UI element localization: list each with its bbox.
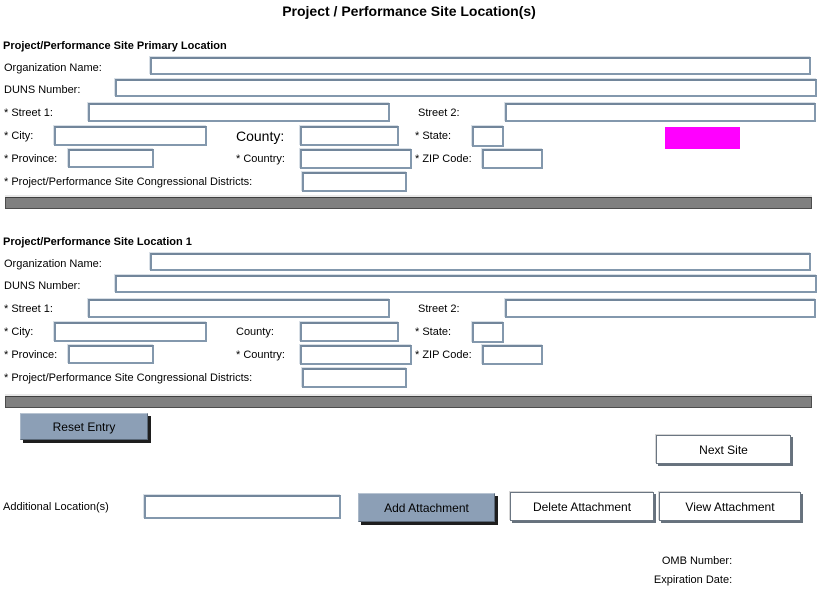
primary-street1-input[interactable] xyxy=(88,103,390,122)
primary-districts-input[interactable] xyxy=(302,172,407,192)
primary-organization-name-input[interactable] xyxy=(150,57,811,75)
add-attachment-button[interactable]: Add Attachment xyxy=(358,493,495,522)
reset-entry-button[interactable]: Reset Entry xyxy=(20,413,148,440)
location1-zip-label: * ZIP Code: xyxy=(415,349,472,361)
location1-street2-input[interactable] xyxy=(505,299,816,318)
primary-zip-label: * ZIP Code: xyxy=(415,153,472,165)
primary-duns-input[interactable] xyxy=(115,79,817,97)
primary-city-label: * City: xyxy=(4,130,34,142)
next-site-button[interactable]: Next Site xyxy=(656,435,791,464)
primary-state-input[interactable] xyxy=(472,126,504,147)
location1-city-label: * City: xyxy=(4,326,34,338)
additional-locations-input[interactable] xyxy=(144,495,341,519)
primary-section-heading: Project/Performance Site Primary Locatio… xyxy=(3,40,227,52)
expiration-date-label: Expiration Date: xyxy=(653,574,733,586)
primary-zip-input[interactable] xyxy=(482,149,543,169)
section-divider-bar xyxy=(5,197,812,209)
primary-country-input[interactable] xyxy=(300,149,412,169)
location1-street2-label: Street 2: xyxy=(418,303,460,315)
section-divider-bar xyxy=(5,396,812,408)
primary-county-input[interactable] xyxy=(300,126,399,146)
location1-county-input[interactable] xyxy=(300,322,399,342)
location1-state-input[interactable] xyxy=(472,322,504,343)
location1-street1-input[interactable] xyxy=(88,299,390,318)
location1-street1-label: * Street 1: xyxy=(4,303,53,315)
additional-locations-label: Additional Location(s) xyxy=(3,501,109,513)
location1-districts-label: * Project/Performance Site Congressional… xyxy=(4,372,253,384)
primary-street2-input[interactable] xyxy=(505,103,816,122)
location1-country-label: * Country: xyxy=(236,349,285,361)
location1-duns-input[interactable] xyxy=(115,275,817,293)
primary-districts-label: * Project/Performance Site Congressional… xyxy=(4,176,253,188)
location1-province-label: * Province: xyxy=(4,349,58,361)
location1-districts-input[interactable] xyxy=(302,368,407,388)
primary-county-label: County: xyxy=(236,128,285,144)
location1-zip-input[interactable] xyxy=(482,345,543,365)
delete-attachment-button[interactable]: Delete Attachment xyxy=(510,492,654,521)
primary-province-input[interactable] xyxy=(68,149,154,168)
location1-section-heading: Project/Performance Site Location 1 xyxy=(3,236,192,248)
primary-city-input[interactable] xyxy=(54,126,207,146)
location1-organization-name-input[interactable] xyxy=(150,253,811,271)
location1-province-input[interactable] xyxy=(68,345,154,364)
location1-duns-label: DUNS Number: xyxy=(4,280,81,292)
primary-state-label: * State: xyxy=(415,130,452,142)
view-attachment-button[interactable]: View Attachment xyxy=(659,492,801,521)
primary-province-label: * Province: xyxy=(4,153,58,165)
location1-city-input[interactable] xyxy=(54,322,207,342)
primary-country-label: * Country: xyxy=(236,153,285,165)
page-title: Project / Performance Site Location(s) xyxy=(282,3,536,19)
primary-street2-label: Street 2: xyxy=(418,107,460,119)
primary-street1-label: * Street 1: xyxy=(4,107,53,119)
location1-country-input[interactable] xyxy=(300,345,412,365)
primary-organization-name-label: Organization Name: xyxy=(4,62,102,74)
location1-county-label: County: xyxy=(236,326,274,338)
primary-duns-label: DUNS Number: xyxy=(4,84,81,96)
location1-organization-name-label: Organization Name: xyxy=(4,258,102,270)
omb-number-label: OMB Number: xyxy=(661,555,733,567)
location1-state-label: * State: xyxy=(415,326,452,338)
magenta-highlight-marker xyxy=(665,127,740,149)
